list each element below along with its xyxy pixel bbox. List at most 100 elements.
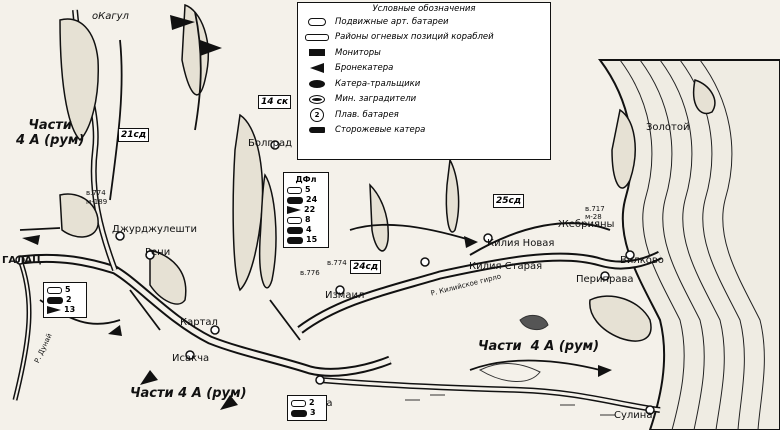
ship-firing-area-icon [304,33,330,41]
legend-row: Мониторы [298,45,550,61]
map-legend: Условные обозначения Подвижные арт. бата… [297,2,551,160]
legend-label: Бронекатера [335,63,394,74]
unit-flag-14sk: 14 ск [258,95,292,109]
tulcha-count: 3 [310,408,316,417]
height-marker: м-28 [585,213,602,221]
place-isakcha: Исакча [172,353,210,364]
place-izmail: Измаил [325,290,365,301]
unit-label-left: Части 4 А (рум) [16,118,85,148]
legend-row: Районы огневых позиций кораблей [298,30,550,46]
legend-label: Катера-тральщики [335,78,421,89]
legend-label: Плав. батарея [335,109,399,120]
legend-row: 2 Плав. батарея [298,107,550,123]
place-kagul: оКагул [92,11,129,22]
place-periprava: Периправа [576,274,634,285]
place-kiliya-nova: Килия Новая [487,238,555,249]
flotilla-count: 22 [304,205,316,214]
flotilla-box-title: ДФл [295,175,317,184]
tulcha-count: 2 [309,398,315,407]
unit-flag-24sd: 24сд [350,260,382,274]
battery-icon [287,186,302,194]
mobile-battery-icon [304,17,330,26]
legend-label: Подвижные арт. батареи [335,16,449,27]
battery-icon [291,399,306,407]
galatz-row: 5 [47,285,83,295]
place-vilkovo: Вилково [620,255,664,266]
galatz-count: 2 [66,295,72,304]
legend-row: Сторожевые катера [298,123,550,139]
battery-icon [47,286,62,294]
floating-battery-icon: 2 [304,107,330,122]
armored-boat-icon [304,63,330,74]
place-zhebriyany: Жебрияны [558,219,615,230]
flotilla-row: 5 [287,185,325,195]
legend-row: Подвижные арт. батареи [298,14,550,30]
flotilla-row: 24 [287,195,325,205]
height-marker: м-189 [86,198,108,206]
flotilla-row: 4 [287,225,325,235]
monitor-icon [287,226,303,234]
minesweeper-boat-icon [304,79,330,88]
settlement-markers [15,140,655,415]
tulcha-row: 3 [291,408,323,418]
armored-boat-icon [47,306,61,314]
height-marker: в.776 [300,269,320,277]
legend-row: Мин. заградители [298,92,550,108]
legend-title: Условные обозначения [372,4,476,14]
unit-label-bottom: Части 4 А (рум) [130,386,247,401]
galatz-row: 13 [47,305,83,315]
patrol-boat-icon [287,236,303,244]
unit-flag-25sd: 25сд [493,194,525,208]
place-zolotoy: Золотой [646,122,690,133]
legend-label: Районы огневых позиций кораблей [335,32,494,43]
legend-row: Катера-тральщики [298,76,550,92]
flotilla-count: 24 [306,195,318,204]
flotilla-row: 15 [287,235,325,245]
arrows [22,15,612,410]
flotilla-count: 5 [305,185,311,194]
legend-label: Мин. заградители [335,94,417,105]
place-dzhurdzhuleshty: Джурджулешти [112,224,197,235]
flotilla-count: 4 [306,225,312,234]
flotilla-strength-box: ДФл 5 24 22 8 4 15 [283,172,329,248]
flotilla-count: 15 [306,235,318,244]
place-reni: Рени [145,247,171,258]
place-kartal: Картал [180,317,218,328]
height-marker: в.774 [327,259,347,267]
legend-row: Бронекатера [298,61,550,77]
galatz-strength-box: 5 2 13 [43,282,87,318]
galatz-row: 2 [47,295,83,305]
place-galatz: ГАЛАЦ [2,255,42,266]
tulcha-strength-box: 2 3 [287,395,327,421]
unit-flag-21sd: 21сд [118,128,150,142]
height-marker: в.717 [585,205,605,213]
unit-label-right: Части 4 А (рум) [478,339,600,354]
delta-marshes [405,314,615,416]
place-kiliya-staraya: Килия Старая [469,261,543,272]
place-bolgrad: Болград [248,138,293,149]
patrol-boat-icon [304,127,330,134]
galatz-count: 13 [64,305,76,314]
danube-river [12,9,663,413]
place-sulina: Сулина [614,410,653,421]
flotilla-row: 22 [287,205,325,215]
monitor-icon [47,296,63,304]
tulcha-row: 2 [291,398,323,408]
armored-boat-icon [287,206,301,214]
monitor-icon [291,409,307,417]
lakes [59,3,716,342]
front-lines [19,11,601,371]
sea-area [598,59,780,430]
monitor-icon [287,196,303,204]
battery-icon [287,216,302,224]
legend-label: Сторожевые катера [335,125,426,136]
legend-label: Мониторы [335,47,381,58]
monitor-icon [304,49,330,57]
galatz-count: 5 [65,285,71,294]
flotilla-count: 8 [305,215,311,224]
minelayer-icon [304,94,330,104]
flotilla-row: 8 [287,215,325,225]
height-marker: в.774 [86,189,106,197]
